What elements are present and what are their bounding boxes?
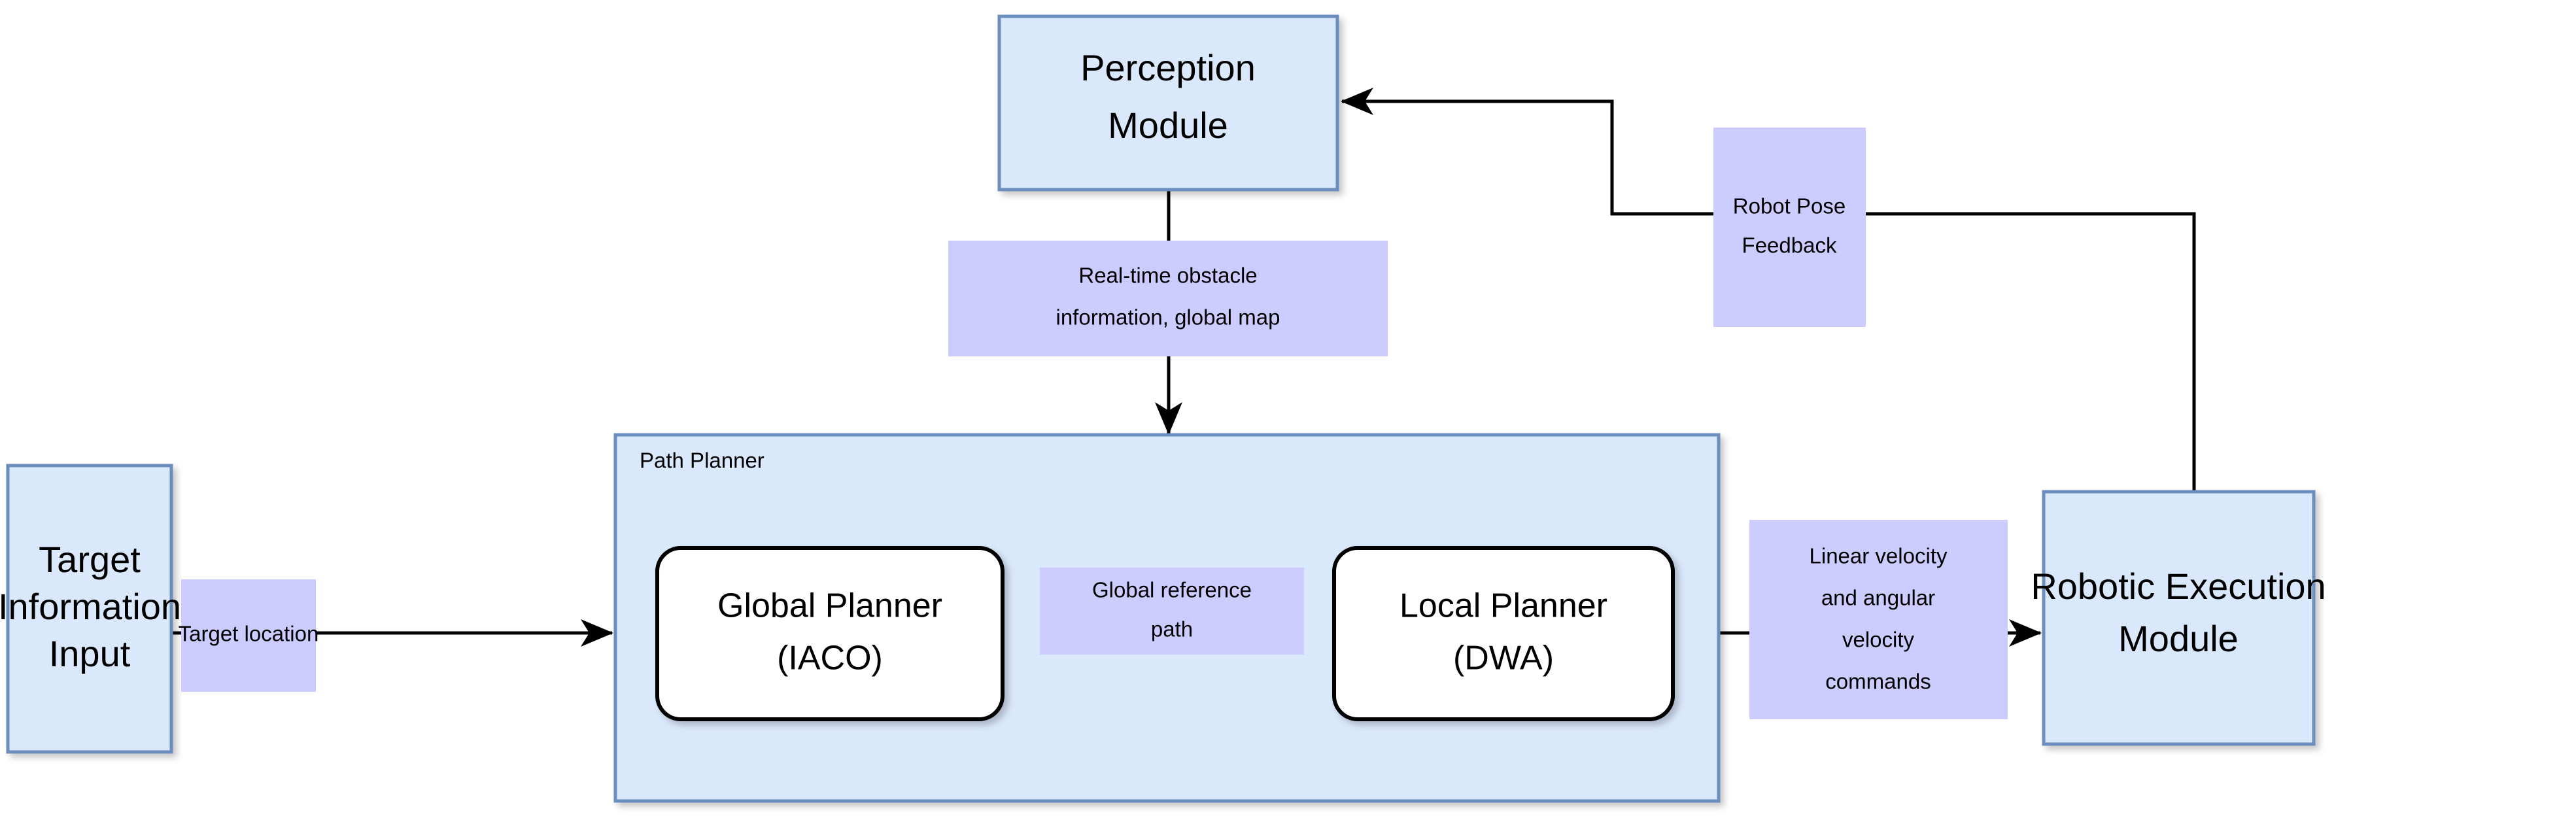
node-perception-module[interactable]: Perception Module bbox=[997, 14, 1339, 192]
robotic-execution-module-line2: Module bbox=[2118, 618, 2239, 659]
edge-label-global-reference-path: Global reference path bbox=[1040, 568, 1304, 655]
target-information-input-line2: Information bbox=[0, 586, 181, 627]
path-planner-title: Path Planner bbox=[640, 449, 764, 473]
obstacle-info-label-line2: information, global map bbox=[1056, 305, 1280, 330]
robot-pose-feedback-label-line1: Robot Pose bbox=[1733, 194, 1846, 218]
target-information-input-line3: Input bbox=[49, 633, 131, 674]
velocity-commands-label-rect bbox=[1749, 520, 2008, 719]
node-local-planner[interactable]: Local Planner (DWA) bbox=[1332, 546, 1675, 721]
local-planner-line1: Local Planner bbox=[1400, 587, 1607, 625]
node-target-information-input[interactable]: Target Information Input bbox=[0, 464, 181, 754]
perception-module-rect bbox=[997, 14, 1339, 192]
robot-pose-feedback-label-line2: Feedback bbox=[1742, 233, 1837, 258]
obstacle-info-label-line1: Real-time obstacle bbox=[1078, 264, 1257, 288]
velocity-commands-label-line2: and angular bbox=[1821, 586, 1935, 610]
local-planner-line2: (DWA) bbox=[1453, 639, 1554, 677]
global-reference-path-label-line1: Global reference bbox=[1092, 578, 1252, 602]
obstacle-info-label-rect bbox=[948, 241, 1388, 356]
global-reference-path-label-line2: path bbox=[1151, 617, 1193, 641]
edge-label-target-location: Target location bbox=[179, 579, 319, 692]
edge-pose-feedback bbox=[1341, 87, 2196, 492]
robotic-execution-module-line1: Robotic Execution bbox=[2031, 566, 2326, 607]
target-information-input-rect bbox=[6, 464, 173, 754]
global-reference-path-label-rect bbox=[1040, 568, 1304, 655]
perception-module-line2: Module bbox=[1108, 105, 1228, 146]
global-planner-rect bbox=[655, 546, 1005, 721]
robot-pose-feedback-label-rect bbox=[1713, 128, 1866, 327]
target-location-label-text: Target location bbox=[179, 622, 319, 646]
edge-label-robot-pose-feedback: Robot Pose Feedback bbox=[1713, 128, 1866, 327]
global-planner-line2: (IACO) bbox=[777, 639, 883, 677]
robotic-execution-module-rect bbox=[2042, 490, 2316, 746]
velocity-commands-label-line4: commands bbox=[1825, 670, 1931, 694]
edge-label-velocity-commands: Linear velocity and angular velocity com… bbox=[1749, 520, 2008, 719]
velocity-commands-label-line1: Linear velocity bbox=[1810, 544, 1948, 568]
local-planner-rect bbox=[1332, 546, 1675, 721]
perception-module-line1: Perception bbox=[1080, 47, 1256, 88]
target-information-input-line1: Target bbox=[39, 539, 141, 580]
global-planner-line1: Global Planner bbox=[717, 587, 942, 625]
node-robotic-execution-module[interactable]: Robotic Execution Module bbox=[2031, 490, 2326, 746]
node-global-planner[interactable]: Global Planner (IACO) bbox=[655, 546, 1005, 721]
edge-label-obstacle-info: Real-time obstacle information, global m… bbox=[948, 241, 1388, 356]
target-location-label-rect bbox=[181, 579, 316, 692]
velocity-commands-label-line3: velocity bbox=[1842, 628, 1915, 652]
